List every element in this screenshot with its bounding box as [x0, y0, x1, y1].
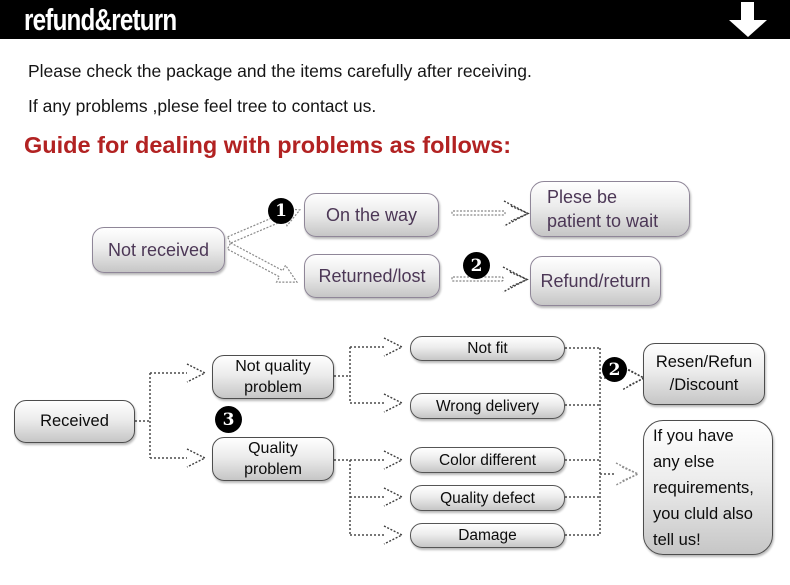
arrowhead-to-quality-defect [383, 487, 404, 507]
node-wrong-delivery: Wrong delivery [410, 393, 565, 419]
down-arrow-stem [741, 2, 754, 21]
arrowhead-to-quality [186, 448, 207, 468]
connector-quality-split [334, 459, 384, 536]
node-quality-defect: Quality defect [410, 485, 565, 511]
banner: refund&return [0, 0, 790, 39]
connector-not-quality-split [334, 346, 384, 404]
marker-2b-badge: 2 [602, 357, 627, 382]
arrowhead-to-not-quality [186, 363, 207, 383]
node-color-different: Color different [410, 447, 565, 473]
intro-line-2: If any problems ,plese feel tree to cont… [28, 96, 377, 116]
arrow-not-received-to-returned-lost [226, 242, 299, 283]
intro-line-1: Please check the package and the items c… [28, 61, 532, 81]
arrow-on-the-way-to-patient [451, 200, 530, 227]
arrowhead-to-other-requirements [615, 462, 640, 486]
node-not-received: Not received [92, 227, 225, 273]
node-not-quality-problem: Not quality problem [212, 355, 334, 399]
arrowhead-to-damage [383, 525, 404, 545]
page-title: Guide for dealing with problems as follo… [24, 132, 512, 158]
arrow-returned-lost-to-refund [451, 266, 529, 293]
arrowhead-to-not-fit [383, 337, 404, 357]
node-returned-lost: Returned/lost [304, 254, 440, 298]
marker-1-badge: 1 [268, 198, 294, 224]
arrowhead-to-resend-refund [621, 365, 646, 391]
node-not-fit: Not fit [410, 336, 565, 361]
arrowhead-to-color-different [383, 450, 404, 470]
node-quality-problem: Quality problem [212, 437, 334, 481]
node-received: Received [14, 400, 135, 443]
node-other-requirements: If you have any else requirements, you c… [643, 420, 773, 555]
down-arrow-head [729, 20, 767, 37]
node-on-the-way: On the way [304, 193, 439, 237]
node-damage: Damage [410, 523, 565, 548]
arrowhead-to-wrong-delivery [383, 393, 404, 413]
node-be-patient: Plese be patient to wait [530, 181, 690, 237]
marker-2-badge: 2 [463, 252, 490, 279]
banner-title: refund&return [24, 2, 177, 37]
node-refund-return: Refund/return [530, 256, 661, 306]
connector-received-split [135, 372, 187, 459]
marker-3-badge: 3 [215, 406, 242, 433]
node-resend-refund-discount: Resen/Refun /Discount [643, 343, 765, 405]
